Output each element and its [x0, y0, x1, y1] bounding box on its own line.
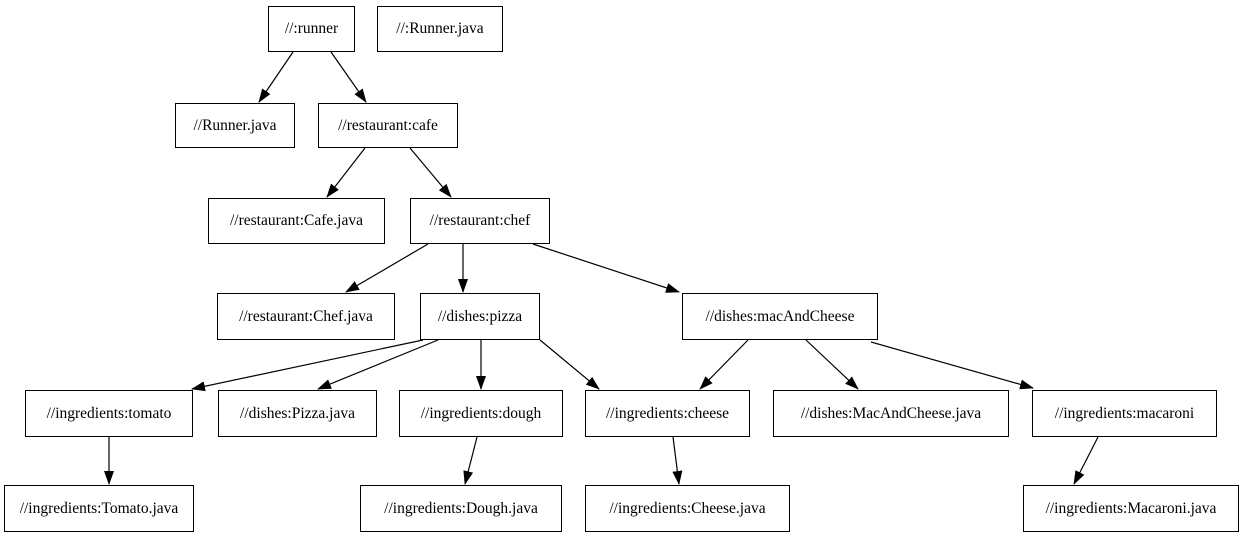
- graph-node-pizza: //dishes:pizza: [420, 293, 540, 340]
- graph-node-cheese-java: //ingredients:Cheese.java: [585, 485, 790, 532]
- graph-edge-mac-and-cheese-to-macaroni: [870, 341, 1034, 390]
- graph-node-runner: //:runner: [268, 6, 355, 52]
- graph-node-macaroni: //ingredients:macaroni: [1032, 390, 1217, 437]
- graph-node-tomato-java: //ingredients:Tomato.java: [4, 485, 194, 532]
- graph-node-dough: //ingredients:dough: [399, 390, 563, 437]
- graph-node-mac-and-cheese-java: //dishes:MacAndCheese.java: [773, 390, 1009, 437]
- graph-edge-cafe-to-chef: [409, 147, 452, 198]
- graph-node-label: //:Runner.java: [396, 20, 484, 37]
- graph-node-cafe-java: //restaurant:Cafe.java: [208, 198, 385, 244]
- graph-node-label: //:runner: [284, 20, 339, 37]
- graph-edge-runner-to-cafe: [330, 51, 367, 103]
- graph-node-label: //restaurant:cafe: [338, 116, 438, 134]
- graph-node-label: //restaurant:chef: [429, 212, 531, 229]
- edge-group: [104, 51, 1099, 485]
- graph-node-label: //Runner.java: [193, 116, 277, 134]
- graph-node-label: //ingredients:Dough.java: [384, 499, 538, 517]
- graph-node-label: //ingredients:Macaroni.java: [1045, 499, 1217, 517]
- graph-edge-chef-to-chef-java: [345, 243, 429, 293]
- graph-node-label: //restaurant:Chef.java: [239, 307, 373, 325]
- graph-edge-runner-to-runner-java: [258, 51, 294, 103]
- graph-node-label: //ingredients:dough: [420, 404, 542, 422]
- graph-node-cafe: //restaurant:cafe: [318, 103, 458, 148]
- graph-edge-pizza-to-cheese: [539, 339, 600, 390]
- graph-node-label: //ingredients:tomato: [46, 404, 172, 422]
- graph-node-macaroni-java: //ingredients:Macaroni.java: [1023, 485, 1239, 532]
- graph-edge-chef-to-mac-and-cheese: [532, 243, 680, 293]
- graph-node-runner-java-label: //:Runner.java: [377, 6, 503, 52]
- graph-node-runner-java: //Runner.java: [175, 103, 295, 148]
- graph-node-label: //dishes:pizza: [437, 307, 523, 325]
- graph-node-pizza-java: //dishes:Pizza.java: [218, 390, 377, 437]
- graph-node-chef: //restaurant:chef: [410, 198, 550, 244]
- graph-edge-pizza-to-pizza-java: [317, 339, 439, 390]
- graph-node-cheese: //ingredients:cheese: [585, 390, 750, 437]
- graph-node-label: //dishes:Pizza.java: [240, 404, 355, 422]
- graph-node-label: //ingredients:cheese: [605, 404, 730, 422]
- graph-node-label: //ingredients:Tomato.java: [19, 499, 179, 517]
- graph-node-label: //ingredients:Cheese.java: [609, 499, 766, 517]
- graph-node-label: //ingredients:macaroni: [1054, 404, 1195, 422]
- graph-node-label: //dishes:macAndCheese: [705, 307, 855, 325]
- graph-edge-cafe-to-cafe-java: [326, 147, 366, 198]
- graph-node-mac-and-cheese: //dishes:macAndCheese: [682, 293, 878, 340]
- graph-node-label: //dishes:MacAndCheese.java: [800, 404, 982, 422]
- graph-node-chef-java: //restaurant:Chef.java: [217, 293, 395, 340]
- graph-edge-mac-and-cheese-to-cheese: [699, 339, 749, 390]
- graph-edge-mac-and-cheese-to-mac-and-cheese-java: [805, 339, 859, 390]
- graph-edge-pizza-to-tomato: [191, 339, 424, 392]
- graph-edge-dough-to-dough-java: [463, 436, 478, 485]
- graph-edge-macaroni-to-macaroni-java: [1073, 436, 1099, 485]
- graph-node-dough-java: //ingredients:Dough.java: [360, 485, 562, 532]
- graph-node-label: //restaurant:Cafe.java: [230, 212, 363, 229]
- graph-edge-cheese-to-cheese-java: [672, 436, 683, 485]
- graph-node-tomato: //ingredients:tomato: [25, 390, 193, 437]
